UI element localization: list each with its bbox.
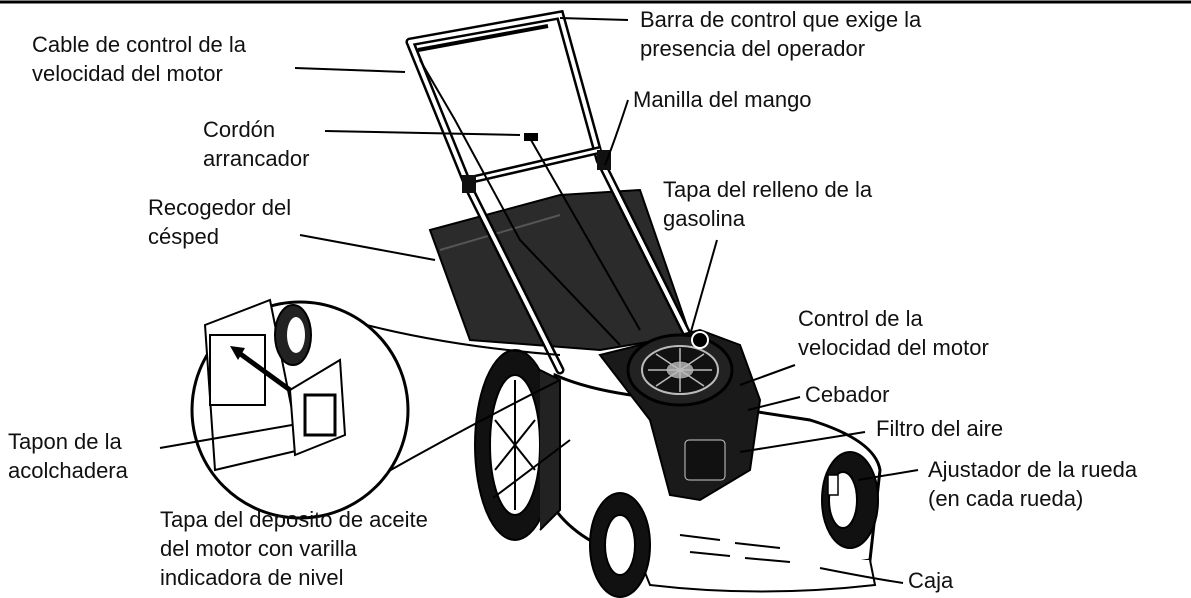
leader-lines	[159, 17, 919, 584]
deck-vents	[679, 534, 791, 563]
label-cebador: Cebador	[805, 382, 890, 407]
wheel-adjuster	[827, 474, 839, 496]
label-cordon-arrancador: Cordón arrancador	[203, 117, 310, 171]
label-tapa-deposito-aceite: Tapa del deposito de aceite del motor co…	[160, 507, 428, 590]
label-caja: Caja	[908, 568, 954, 593]
label-filtro-aire: Filtro del aire	[876, 416, 1004, 441]
label-cable-control-velocidad: Cable de control de la velocidad del mot…	[32, 32, 247, 86]
presence-control-bar	[417, 24, 549, 52]
label-manilla-mango: Manilla del mango	[633, 87, 812, 112]
label-control-velocidad-motor: Control de la velocidad del motor	[798, 306, 989, 360]
handle-knob-left	[462, 175, 476, 193]
handle-knob-right	[597, 150, 611, 170]
label-ajustador-rueda: Ajustador de la rueda (en cada rueda)	[928, 457, 1138, 511]
fuel-cap	[691, 331, 709, 349]
label-recogedor-cesped: Recogedor del césped	[148, 195, 292, 249]
air-filter	[684, 439, 726, 481]
starter-rope-grip	[524, 133, 538, 141]
speed-control-cable	[419, 59, 621, 346]
label-tapa-relleno-gasolina: Tapa del relleno de la gasolina	[663, 177, 873, 231]
label-barra-control: Barra de control que exige la presencia …	[640, 7, 922, 61]
label-tapon-acolchadera: Tapon de la acolchadera	[8, 429, 128, 483]
